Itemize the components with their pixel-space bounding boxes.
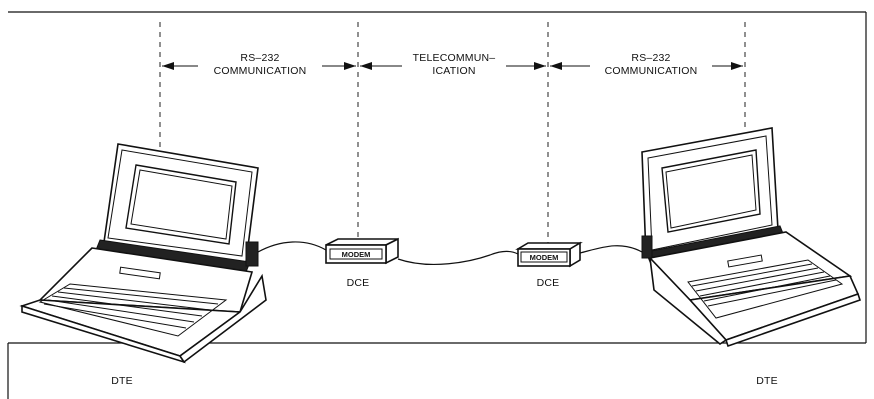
- cable-left-laptop-to-modem: [258, 242, 326, 252]
- modem-left-caption: DCE: [347, 277, 370, 289]
- cables: [258, 242, 642, 264]
- segment-middle-line2: ICATION: [432, 65, 475, 77]
- segment-left-line1: RS–232: [240, 52, 279, 64]
- modem-left-label: MODEM: [342, 250, 371, 259]
- segment-right-line2: COMMUNICATION: [605, 65, 698, 77]
- segment-middle-line1: TELECOMMUN–: [413, 52, 496, 64]
- cable-right-modem-to-laptop: [580, 246, 642, 253]
- dte-left-caption: DTE: [111, 375, 133, 387]
- dte-right-caption: DTE: [756, 375, 778, 387]
- segment-left-line2: COMMUNICATION: [214, 65, 307, 77]
- cable-telephone-line: [398, 251, 518, 264]
- laptop-left: [22, 144, 266, 362]
- modem-right: MODEM: [518, 243, 580, 266]
- modem-left: MODEM: [326, 239, 398, 263]
- modem-right-label: MODEM: [530, 253, 559, 262]
- laptop-right: [642, 128, 860, 346]
- modem-right-caption: DCE: [537, 277, 560, 289]
- segment-right-line1: RS–232: [631, 52, 670, 64]
